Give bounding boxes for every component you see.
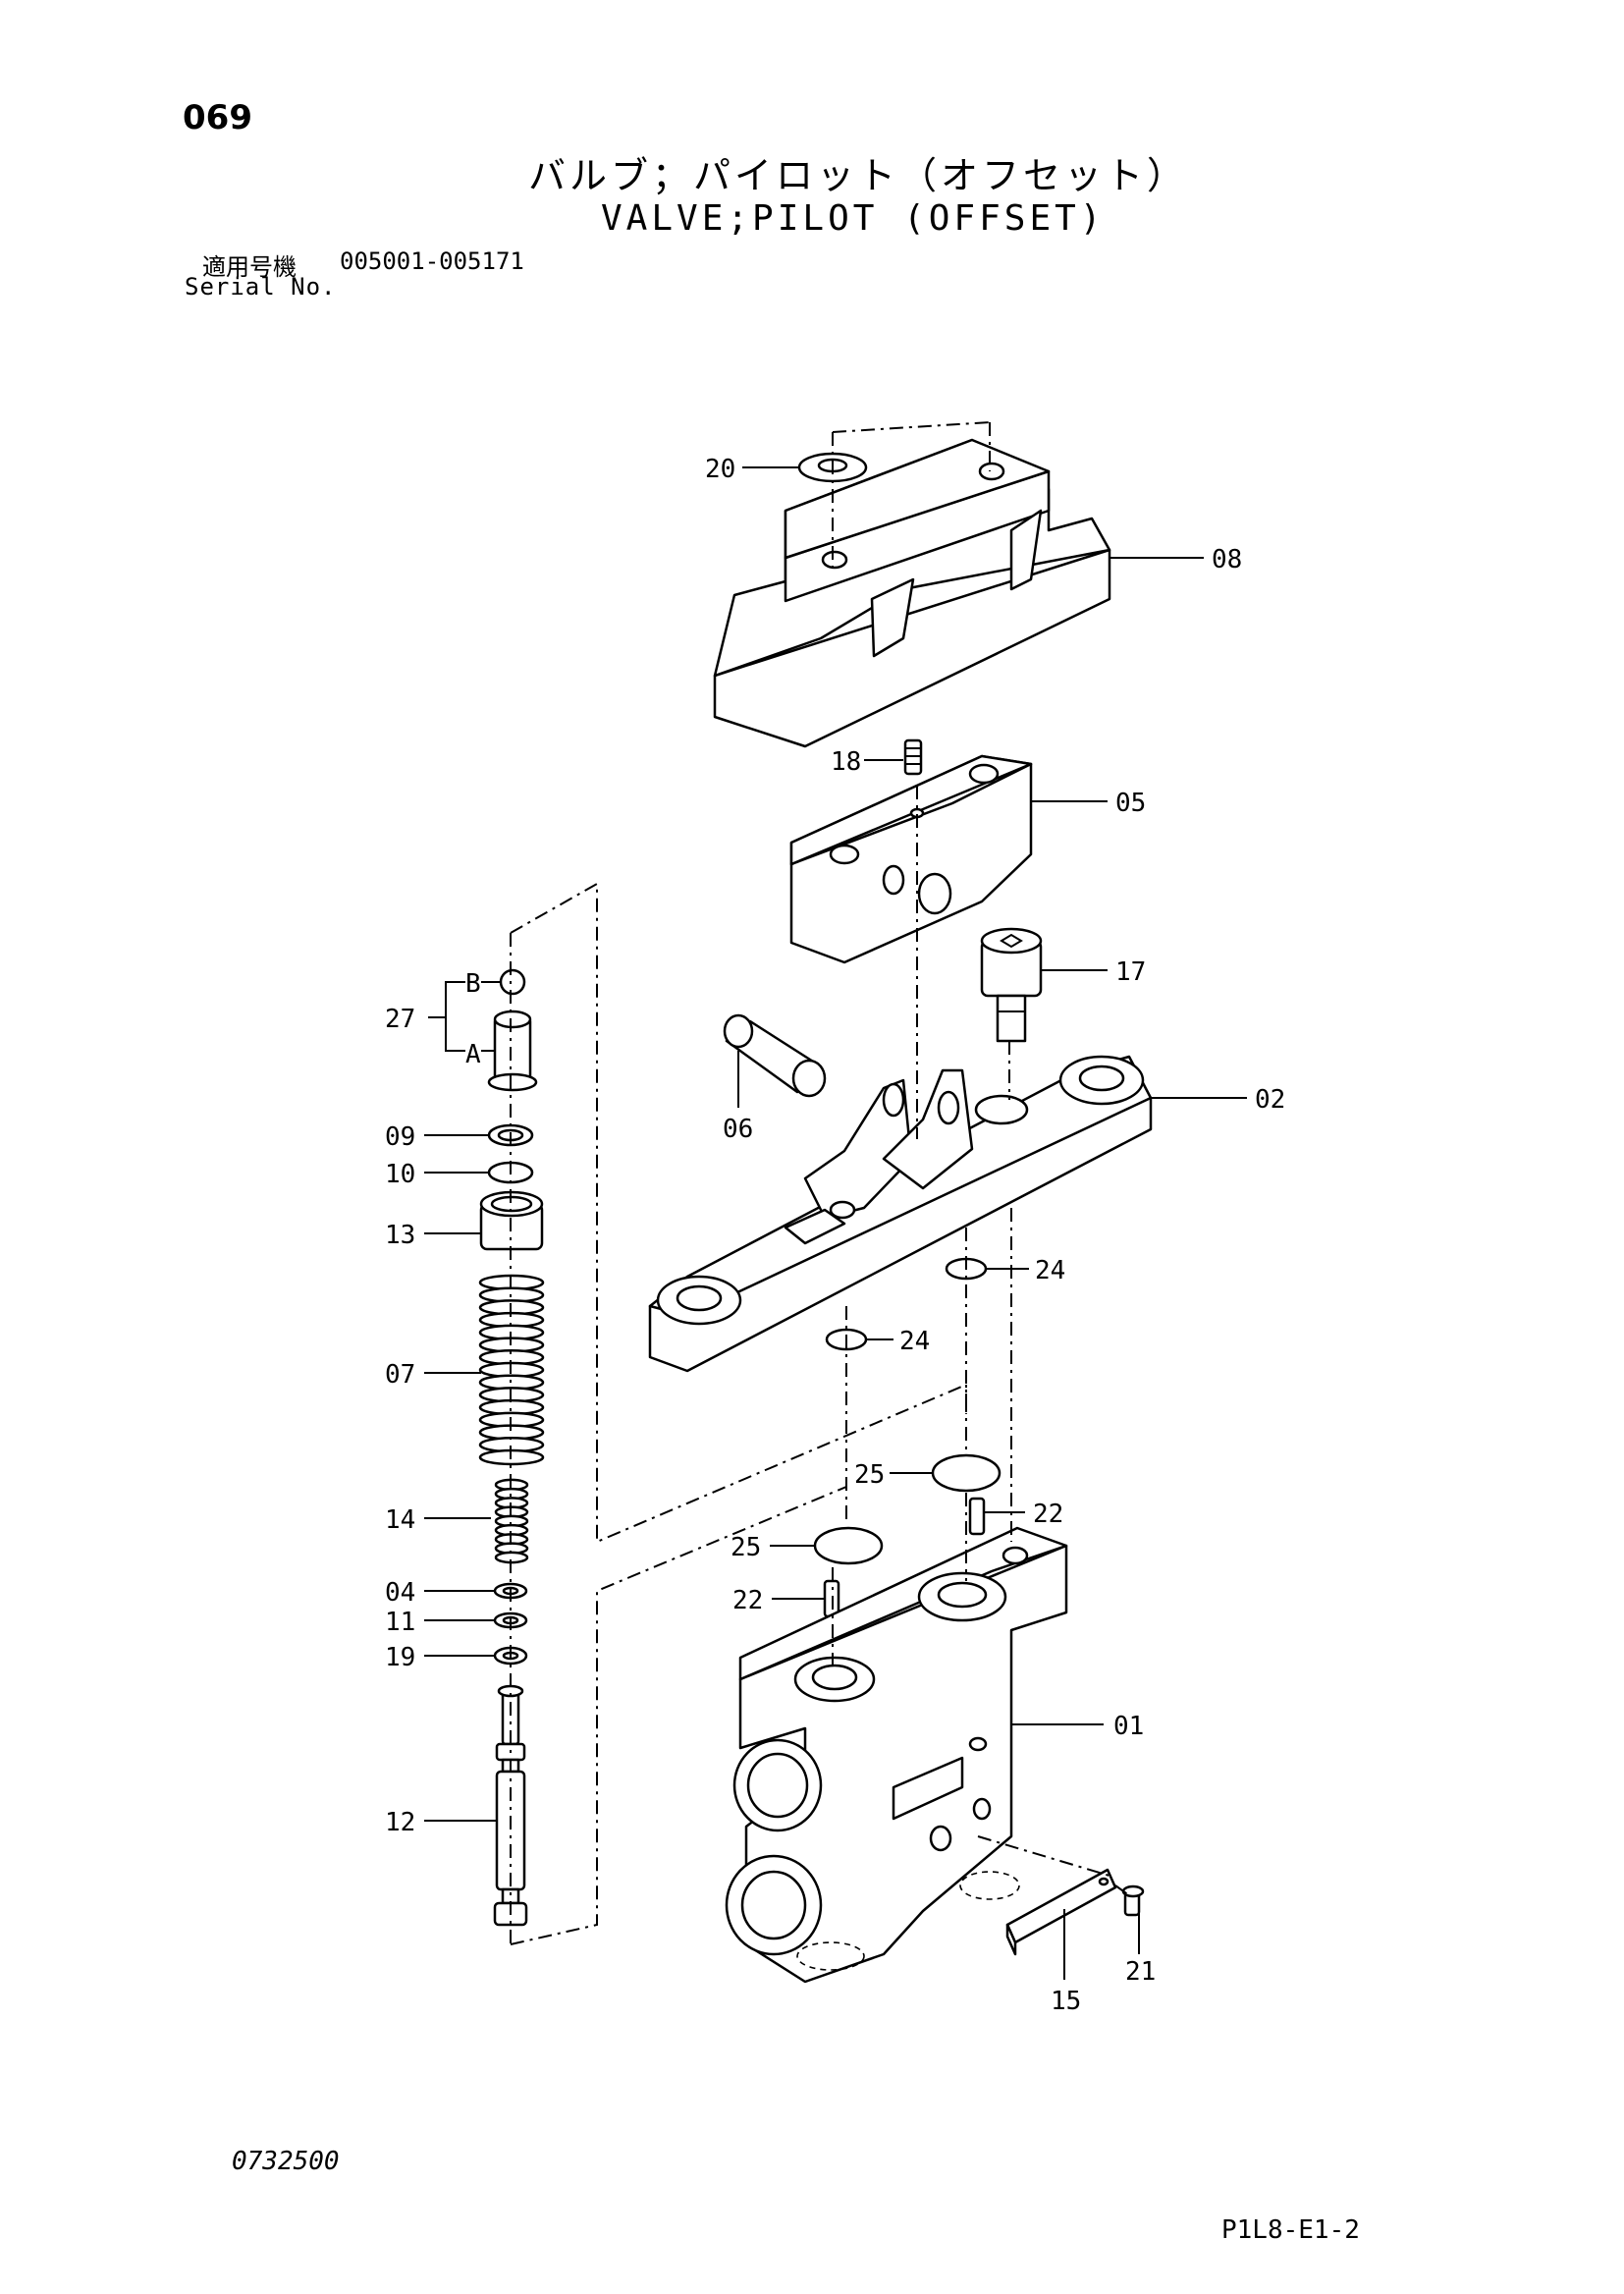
serial-range: 005001-005171 [340, 247, 524, 275]
callout-20: 20 [705, 455, 735, 484]
part-17-bolt [980, 927, 1043, 1043]
callout-11: 11 [385, 1608, 415, 1637]
callout-13: 13 [385, 1221, 415, 1250]
callout-14: 14 [385, 1505, 415, 1535]
callout-25-upper: 25 [854, 1460, 885, 1490]
callout-17: 17 [1115, 957, 1146, 987]
callout-19: 19 [385, 1643, 415, 1672]
part-05-holder [789, 754, 1033, 964]
callout-18: 18 [831, 747, 861, 777]
callout-24-upper: 24 [1035, 1256, 1065, 1285]
callout-10: 10 [385, 1160, 415, 1189]
callout-01: 01 [1113, 1712, 1144, 1741]
part-06-pin [723, 1013, 827, 1098]
callout-09: 09 [385, 1122, 415, 1152]
callout-04: 04 [385, 1578, 415, 1608]
part-01-body [725, 1526, 1068, 1984]
leader-lines [424, 466, 1247, 1980]
callout-24-lower: 24 [899, 1327, 930, 1356]
callout-15: 15 [1051, 1987, 1081, 2016]
assembly-center-lines [510, 421, 1130, 1945]
page-title-english: VALVE;PILOT (OFFSET) [601, 198, 1106, 239]
drawing-number: 0732500 [232, 2147, 340, 2176]
callout-labels: 20 08 18 05 17 02 06 24 24 25 25 22 22 0… [385, 455, 1285, 2016]
callout-22-left: 22 [732, 1586, 763, 1615]
part-08-cover [713, 438, 1111, 748]
part-21-screw [1121, 1884, 1145, 1917]
callout-21: 21 [1125, 1957, 1156, 1987]
page-title-japanese: バルブ；パイロット（オフセット） [528, 154, 1189, 197]
callout-25-lower: 25 [731, 1533, 761, 1562]
figure-code: P1L8-E1-2 [1221, 2215, 1360, 2245]
page-number: 069 [183, 98, 252, 137]
callout-27-a: A [465, 1040, 481, 1069]
callout-27: 27 [385, 1005, 415, 1034]
part-27-ball-and-seat [487, 968, 538, 1092]
part-14-spring [494, 1478, 529, 1564]
part-18-screw [903, 738, 923, 776]
callout-08: 08 [1212, 545, 1242, 574]
callout-22-right: 22 [1033, 1500, 1063, 1529]
serial-label-english: Serial No. [185, 273, 337, 300]
part-02-plate [648, 1055, 1153, 1373]
callout-27-b: B [465, 969, 481, 999]
serial-label-japanese: 適用号機 [202, 253, 297, 281]
callout-02: 02 [1255, 1085, 1285, 1115]
callout-05: 05 [1115, 789, 1146, 818]
callout-07: 07 [385, 1360, 415, 1390]
part-15-plate [1005, 1868, 1117, 1956]
callout-06: 06 [723, 1115, 753, 1144]
callout-12: 12 [385, 1808, 415, 1837]
